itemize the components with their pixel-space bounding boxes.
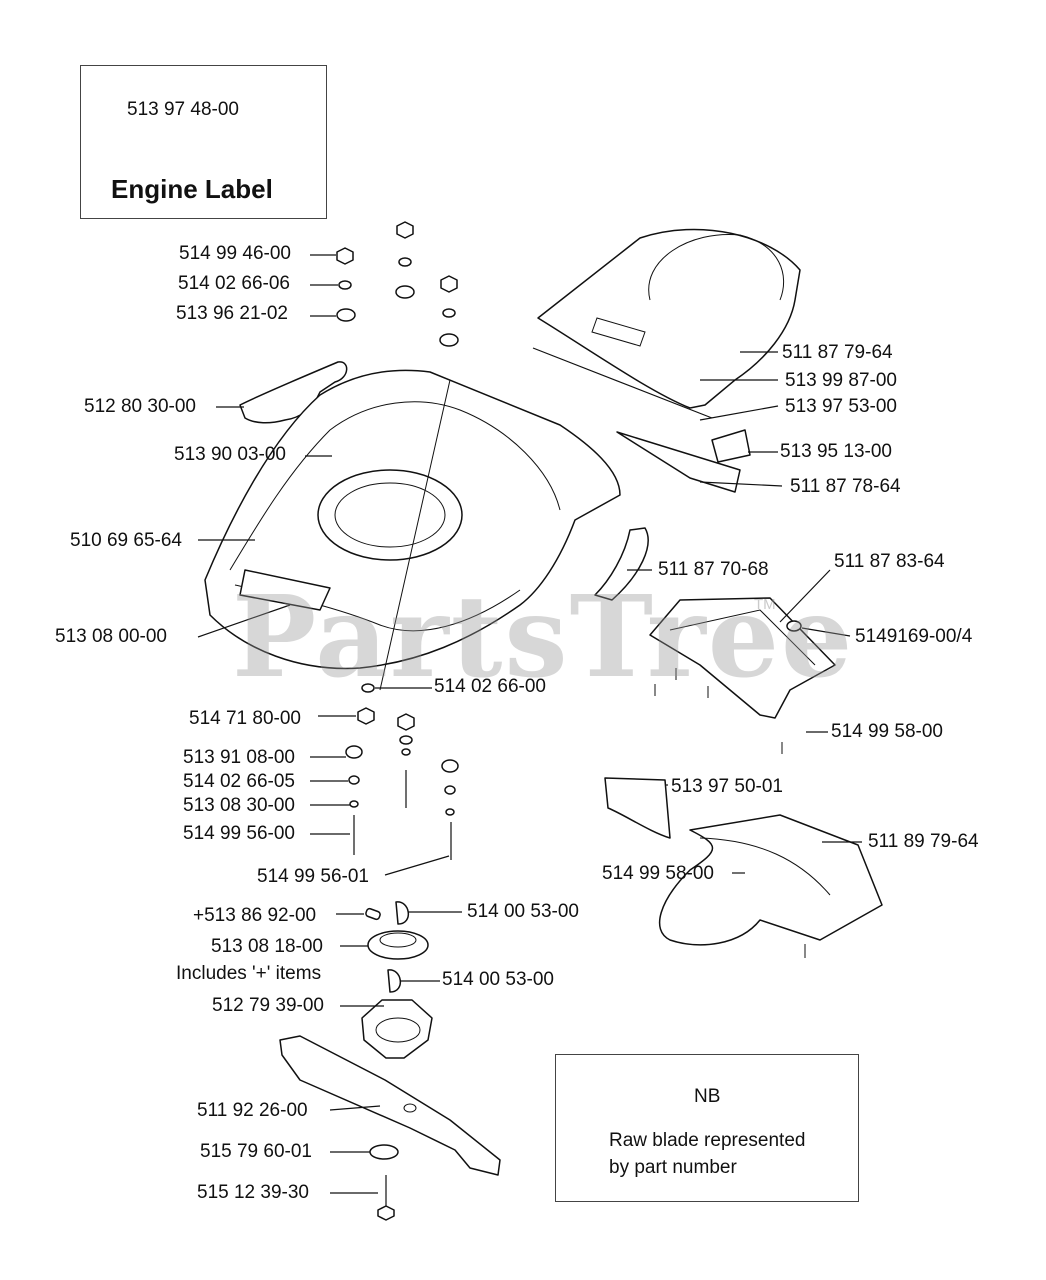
note-title: NB — [694, 1086, 721, 1107]
part-label: 515 12 39-30 — [197, 1182, 309, 1203]
part-label: 513 90 03-00 — [174, 444, 286, 465]
note-line-2: by part number — [609, 1157, 737, 1178]
part-label: 513 99 87-00 — [785, 370, 897, 391]
note-box — [555, 1054, 859, 1202]
note-line-1: Raw blade represented — [609, 1130, 806, 1151]
part-label: 514 99 58-00 — [602, 863, 714, 884]
part-label: 514 00 53-00 — [467, 901, 579, 922]
part-label: 511 89 79-64 — [868, 831, 979, 852]
part-label: 513 08 00-00 — [55, 626, 167, 647]
part-label: 512 80 30-00 — [84, 396, 196, 417]
part-label: 511 87 83-64 — [834, 551, 945, 572]
part-label: 514 71 80-00 — [189, 708, 301, 729]
part-label: 513 91 08-00 — [183, 747, 295, 768]
part-label: 512 79 39-00 — [212, 995, 324, 1016]
part-label: 5149169-00/4 — [855, 626, 973, 647]
part-label: 514 02 66-05 — [183, 771, 295, 792]
part-label: 514 99 46-00 — [179, 243, 291, 264]
part-label: 510 69 65-64 — [70, 530, 182, 551]
part-label: 511 87 79-64 — [782, 342, 893, 363]
part-label: Includes '+' items — [176, 963, 322, 984]
part-label: 515 79 60-01 — [200, 1141, 312, 1162]
part-label: 514 00 53-00 — [442, 969, 554, 990]
engine-label-box — [80, 65, 327, 219]
part-label: 511 87 70-68 — [658, 559, 769, 580]
part-label: 513 08 30-00 — [183, 795, 295, 816]
engine-label-part: 513 97 48-00 — [127, 99, 239, 120]
part-label: 514 02 66-06 — [178, 273, 290, 294]
watermark: PartsTree — [232, 572, 855, 703]
part-label: 511 87 78-64 — [790, 476, 901, 497]
part-label: 511 92 26-00 — [197, 1100, 308, 1121]
watermark-trademark: TM — [754, 596, 776, 613]
part-label: 513 97 50-01 — [671, 776, 783, 797]
part-label: 514 99 58-00 — [831, 721, 943, 742]
part-label: +513 86 92-00 — [193, 905, 317, 926]
part-label: 514 99 56-01 — [257, 866, 369, 887]
part-label: 513 97 53-00 — [785, 396, 897, 417]
part-label: 514 02 66-00 — [434, 676, 546, 697]
part-label: 513 96 21-02 — [176, 303, 288, 324]
engine-label-title: Engine Label — [111, 174, 273, 204]
part-label: 514 99 56-00 — [183, 823, 295, 844]
part-label: 513 95 13-00 — [780, 441, 892, 462]
part-label: 513 08 18-00 — [211, 936, 323, 957]
